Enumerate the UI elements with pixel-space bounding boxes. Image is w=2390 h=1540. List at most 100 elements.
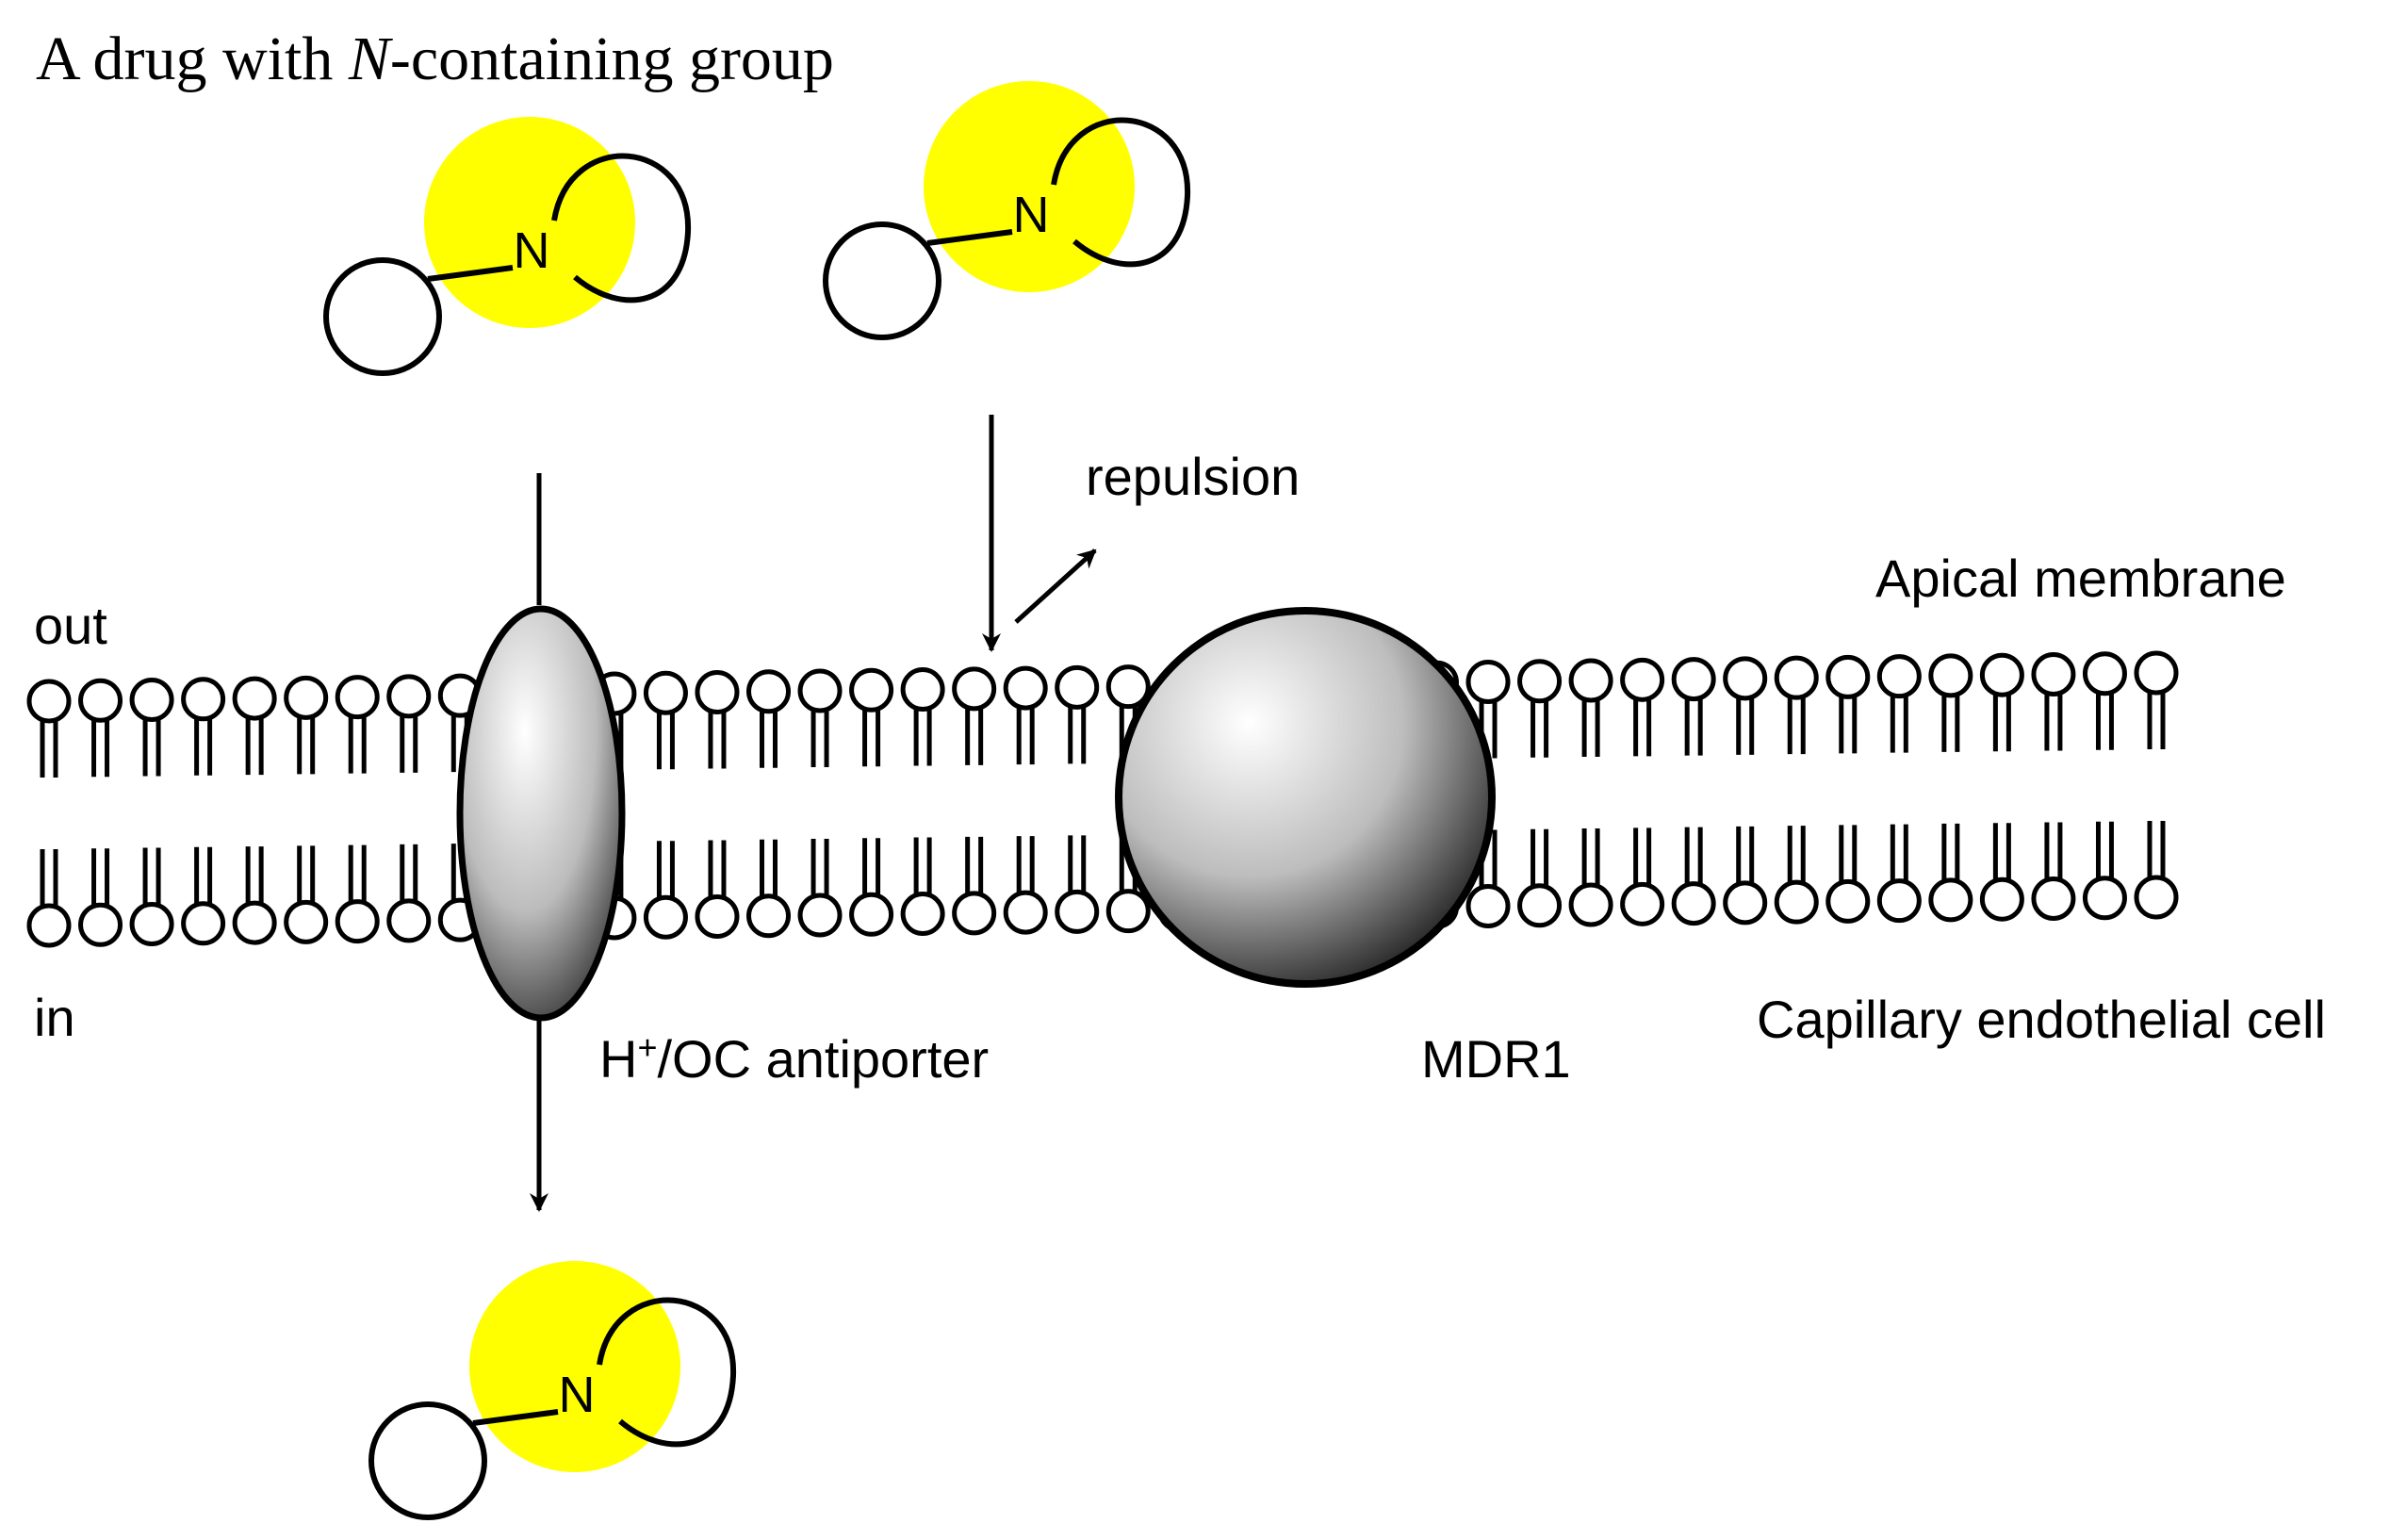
lipid-head-inner: [2134, 875, 2179, 920]
lipid-head-inner: [2082, 876, 2127, 921]
lipid-head-inner: [1876, 878, 1922, 924]
lipid-head-outer: [849, 667, 894, 713]
lipid-head-inner: [335, 899, 380, 944]
n-atom-label: N: [559, 1367, 596, 1423]
lipid-head-outer: [1979, 652, 2024, 697]
lipid-head-outer: [1928, 653, 1973, 698]
lipid-head-outer: [746, 669, 792, 714]
n-atom-label: N: [514, 222, 550, 279]
label-out: out: [34, 596, 107, 655]
lipid-head-outer: [797, 668, 843, 713]
lipid-head-outer: [26, 679, 72, 724]
lipid-head-inner: [232, 900, 277, 945]
lipid-head-inner: [1055, 889, 1100, 934]
lipid-head-outer: [1723, 656, 1768, 701]
label-repulsion: repulsion: [1086, 447, 1301, 506]
n-ring-arc: [551, 153, 692, 303]
molecules-layer: N N N: [323, 81, 1191, 1520]
substituent-ring: [368, 1401, 487, 1520]
title-italic-n: N: [348, 25, 390, 93]
drug-molecule: N: [368, 1261, 737, 1520]
lipid-head-inner: [1568, 882, 1613, 927]
lipid-head-outer: [1465, 660, 1511, 705]
title-prefix: A drug with: [36, 25, 349, 93]
drug-molecule: N: [823, 81, 1191, 340]
h-oc-antiporter-protein: [456, 605, 626, 1022]
lipid-head-inner: [849, 892, 894, 937]
lipid-head-outer: [695, 669, 740, 714]
lipid-bilayer: [26, 650, 2179, 948]
mdr1-protein: [1115, 607, 1496, 988]
repulsion-arrow: [1014, 549, 1097, 624]
antiporter-rest: /OC antiporter: [657, 1029, 990, 1089]
proteins-layer: [456, 605, 1496, 1022]
lipid-head-inner: [643, 894, 688, 940]
lipid-head-outer: [1003, 665, 1048, 711]
lipid-head-inner: [695, 893, 740, 939]
lipid-head-inner: [284, 899, 329, 944]
lipid-head-outer: [335, 675, 380, 720]
lipid-head-outer: [1671, 657, 1716, 702]
lipid-head-inner: [1620, 881, 1665, 926]
lipid-head-inner: [1105, 889, 1151, 934]
lipid-head-outer: [2082, 651, 2127, 696]
substituent-ring: [823, 221, 941, 340]
lipid-head-inner: [386, 898, 432, 943]
label-antiporter: H+/OC antiporter: [599, 1030, 989, 1086]
label-mdr1: MDR1: [1421, 1029, 1571, 1089]
n-atom-label: N: [1013, 187, 1050, 243]
lipid-head-inner: [797, 893, 843, 938]
lipid-head-inner: [1671, 881, 1716, 926]
lipid-head-inner: [1517, 883, 1563, 928]
n-ring-arc: [1051, 117, 1191, 268]
substituent-ring: [323, 257, 442, 376]
lipid-head-outer: [1105, 664, 1151, 710]
n-ring-arc: [597, 1297, 737, 1448]
lipid-head-outer: [2031, 651, 2076, 696]
antiporter-plus: +: [637, 1027, 658, 1067]
lipid-head-inner: [26, 903, 72, 948]
arrows-layer: [530, 415, 1097, 1212]
lipid-head-outer: [900, 667, 945, 713]
lipid-head-inner: [181, 901, 226, 946]
lipid-head-outer: [1825, 654, 1871, 699]
lipid-head-inner: [1979, 876, 2024, 922]
title-suffix: -containing group: [389, 25, 834, 93]
lipid-head-outer: [643, 670, 688, 715]
bond-line: [926, 229, 1013, 246]
lipid-head-outer: [1568, 658, 1613, 703]
lipid-head-inner: [1465, 884, 1511, 929]
label-in: in: [34, 988, 75, 1047]
lipid-head-outer: [284, 675, 329, 720]
lipid-head-outer: [2134, 650, 2179, 696]
lipid-head-inner: [1825, 878, 1871, 924]
lipid-head-outer: [181, 677, 226, 722]
bond-line: [472, 1409, 559, 1426]
lipid-head-inner: [1723, 880, 1768, 926]
lipid-head-outer: [1055, 664, 1100, 710]
lipid-head-inner: [129, 902, 174, 947]
label-apical-membrane: Apical membrane: [1875, 549, 2286, 608]
antiporter-h: H: [599, 1029, 638, 1089]
lipid-head-outer: [78, 678, 123, 723]
label-capillary-endothelial-cell: Capillary endothelial cell: [1757, 990, 2326, 1049]
lipid-head-inner: [78, 902, 123, 947]
lipid-head-inner: [952, 891, 997, 936]
lipid-head-outer: [386, 674, 432, 719]
drug-molecule: N: [323, 117, 692, 376]
lipid-head-inner: [1928, 877, 1973, 923]
lipid-head-inner: [2031, 876, 2076, 921]
lipid-head-outer: [1876, 654, 1922, 699]
lipid-head-inner: [746, 893, 792, 939]
lipid-head-outer: [129, 678, 174, 723]
lipid-head-outer: [1774, 655, 1819, 700]
lipid-head-outer: [1517, 659, 1563, 704]
lipid-head-outer: [232, 676, 277, 721]
lipid-head-inner: [1003, 890, 1048, 935]
diagram-title: A drug with N-containing group: [36, 28, 834, 90]
lipid-head-outer: [952, 666, 997, 712]
lipid-head-inner: [900, 892, 945, 937]
lipid-head-inner: [1774, 879, 1819, 925]
